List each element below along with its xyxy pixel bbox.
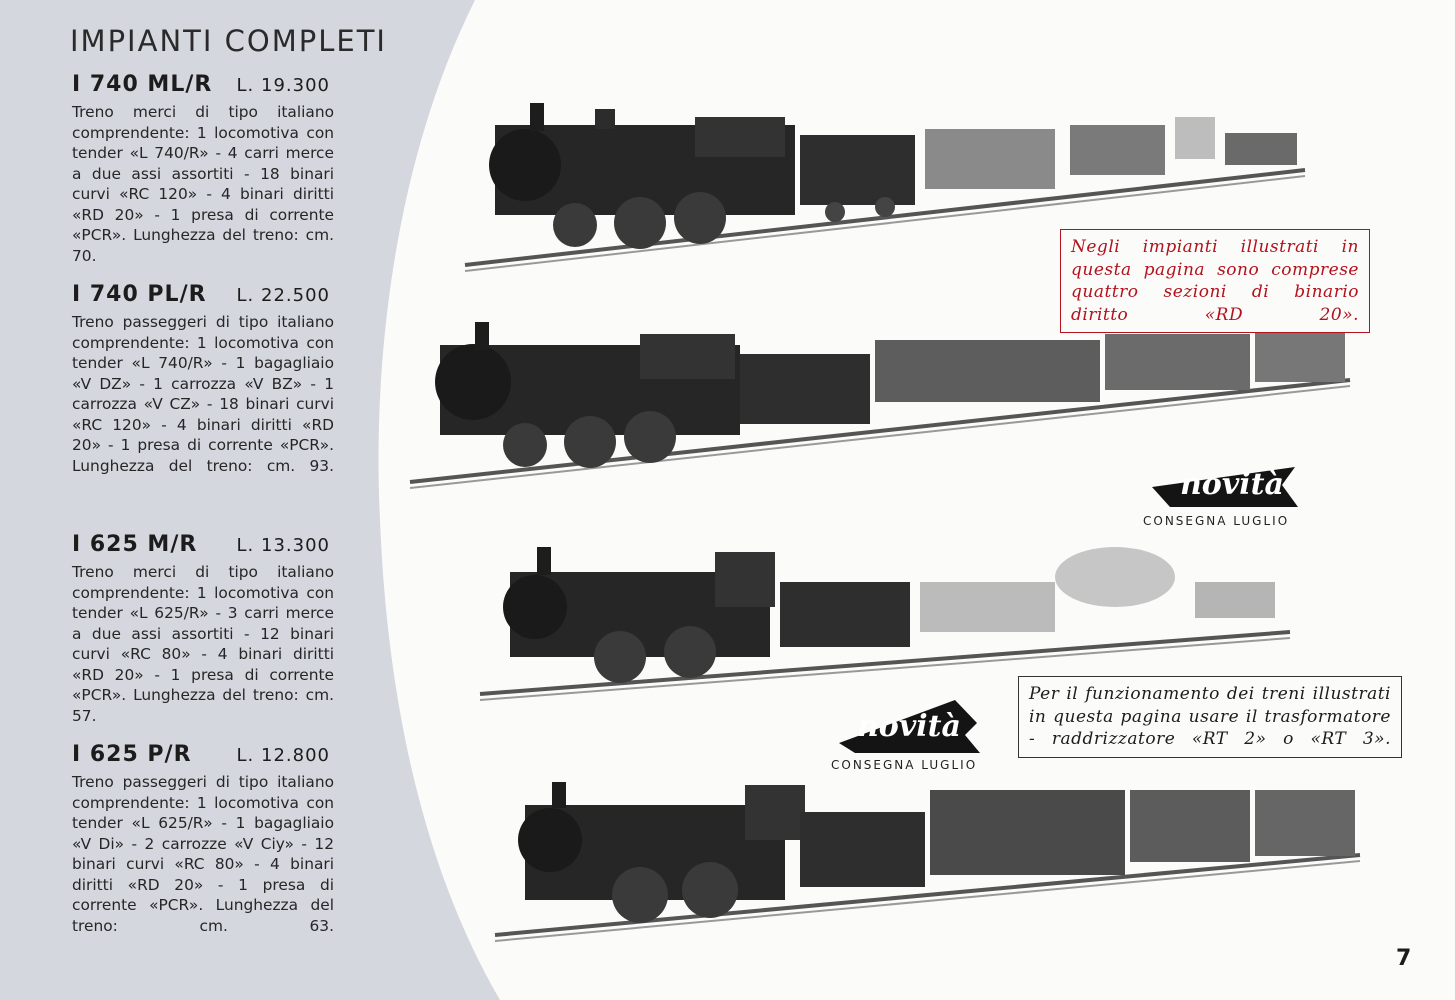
product-description: Treno passeggeri di tipo italiano compre…: [72, 773, 334, 935]
novita-badge: novità CONSEGNA LUGLIO: [1143, 465, 1300, 535]
page-title: IMPIANTI COMPLETI: [70, 24, 387, 58]
product-price: L. 19.300: [236, 75, 330, 96]
badge-caption: CONSEGNA LUGLIO: [831, 758, 978, 772]
product-description: Treno passeggeri di tipo italiano compre…: [72, 313, 334, 475]
product-description: Treno merci di tipo italiano comprendent…: [72, 103, 334, 265]
badge-shape: [1150, 465, 1300, 510]
train-photo-freight-625: [475, 542, 1295, 702]
product-i740ml: I 740 ML/R L. 19.300 Treno merci di tipo…: [72, 72, 334, 266]
product-description: Treno merci di tipo italiano comprendent…: [72, 563, 334, 725]
product-i740pl: I 740 PL/R L. 22.500 Treno passeggeri di…: [72, 282, 334, 476]
product-code: I 625 P/R: [72, 742, 192, 767]
note-transformer: Per il funzionamento dei treni illustrat…: [1018, 676, 1402, 758]
product-i625m: I 625 M/R L. 13.300 Treno merci di tipo …: [72, 532, 334, 726]
badge-shape: [835, 695, 985, 755]
badge-caption: CONSEGNA LUGLIO: [1143, 514, 1290, 528]
product-code: I 625 M/R: [72, 532, 198, 557]
train-photo-passenger-625: [490, 780, 1365, 945]
product-price: L. 12.800: [236, 745, 330, 766]
product-i625p: I 625 P/R L. 12.800 Treno passeggeri di …: [72, 742, 334, 936]
page-number: 7: [1396, 946, 1412, 971]
product-price: L. 13.300: [236, 535, 330, 556]
novita-badge: novità CONSEGNA LUGLIO: [831, 695, 985, 772]
train-photo-passenger-740: [405, 310, 1355, 490]
badge-label: novità: [1180, 467, 1284, 502]
train-photo-freight-740: [455, 95, 1315, 275]
product-price: L. 22.500: [236, 285, 330, 306]
product-code: I 740 ML/R: [72, 72, 213, 97]
note-track-sections: Negli impianti illustrati in questa pagi…: [1060, 229, 1370, 333]
badge-label: novità: [857, 709, 961, 744]
product-code: I 740 PL/R: [72, 282, 207, 307]
